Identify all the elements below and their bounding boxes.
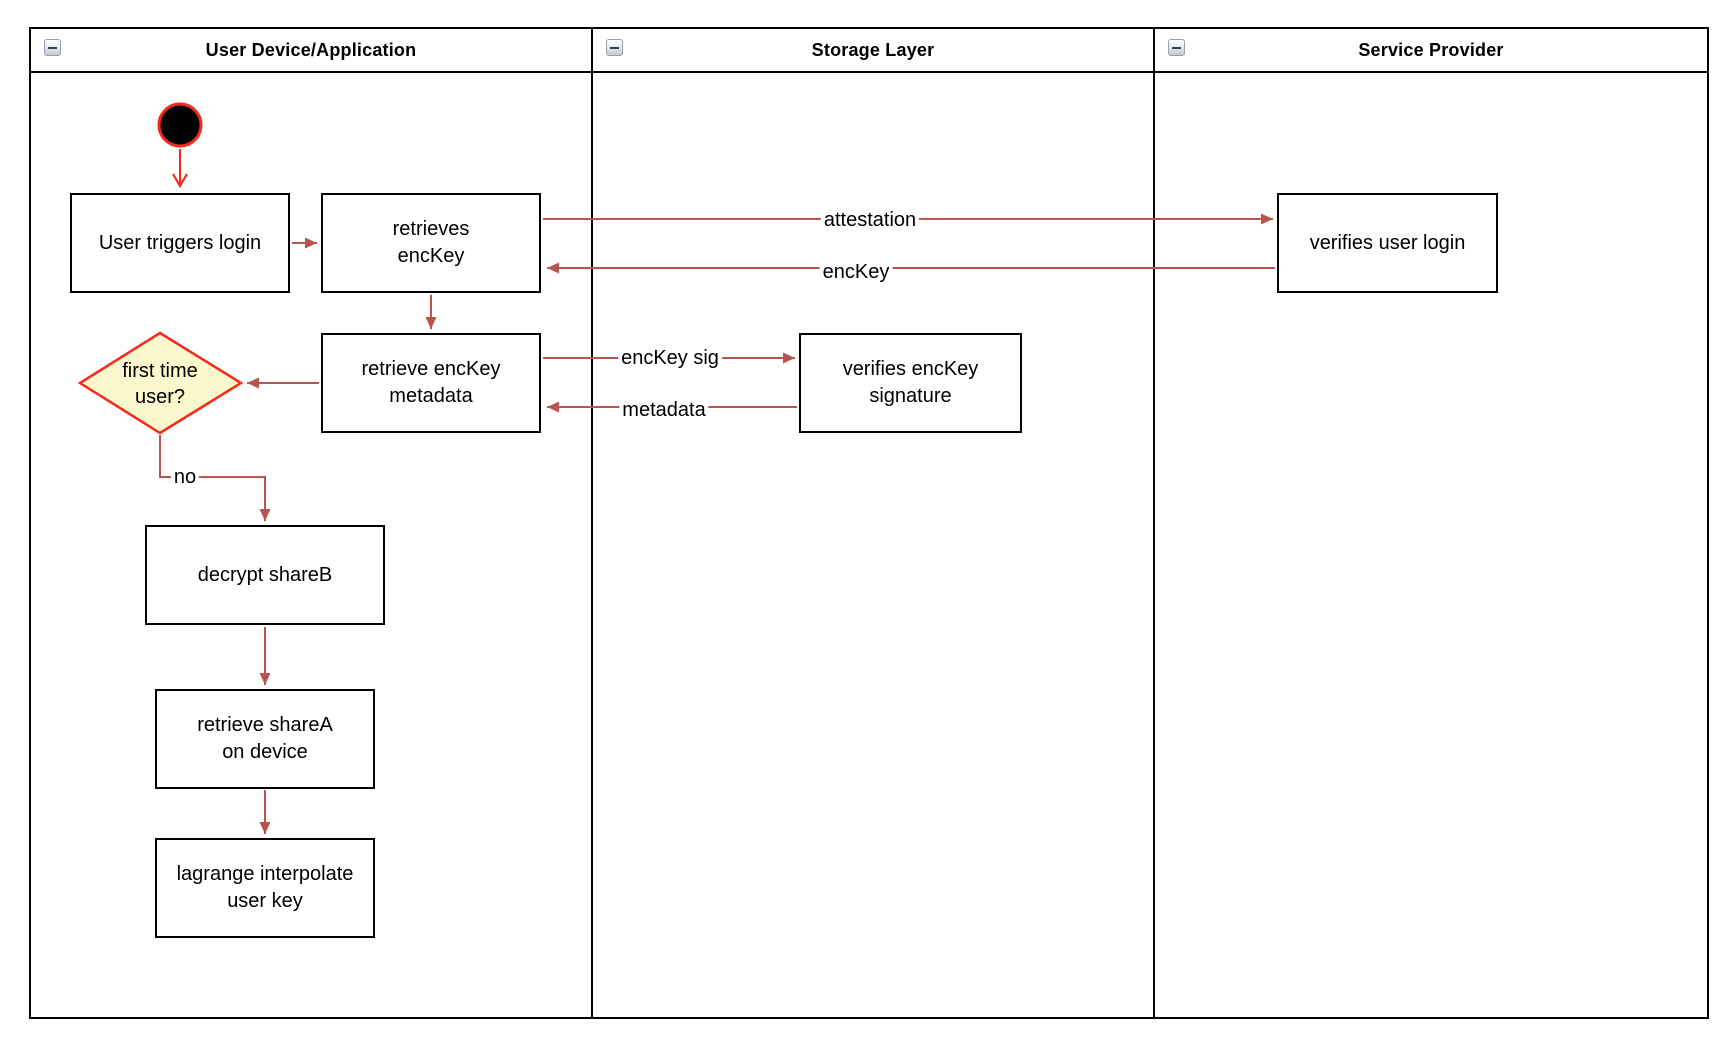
collapse-minus-icon[interactable] [606, 39, 623, 56]
edge-decision-no[interactable] [159, 435, 271, 521]
node-retrieves-enckey[interactable]: retrieves encKey [321, 193, 541, 293]
edge-label-no[interactable]: no [170, 466, 200, 488]
collapse-minus-icon[interactable] [44, 39, 61, 56]
node-verifies-user-login[interactable]: verifies user login [1277, 193, 1498, 293]
node-lagrange-interpolate-user-key[interactable]: lagrange interpolate user key [155, 838, 375, 938]
edge-label-attestation[interactable]: attestation [820, 209, 920, 231]
lane-header-service-provider[interactable]: Service Provider [1154, 28, 1708, 72]
edge-label-enckey-sig[interactable]: encKey sig [618, 347, 722, 369]
collapse-minus-icon[interactable] [1168, 39, 1185, 56]
node-user-triggers-login[interactable]: User triggers login [70, 193, 290, 293]
node-retrieve-sharea-on-device[interactable]: retrieve shareA on device [155, 689, 375, 789]
decision-label: first time user? [122, 360, 198, 408]
node-verifies-enckey-signature[interactable]: verifies encKey signature [799, 333, 1022, 433]
lane-title: Service Provider [1358, 39, 1504, 60]
node-retrieve-enckey-metadata[interactable]: retrieve encKey metadata [321, 333, 541, 433]
pool-border [29, 27, 1709, 1019]
edge-label-enckey[interactable]: encKey [819, 261, 893, 283]
minus-glyph [610, 46, 619, 49]
minus-glyph [1172, 46, 1181, 49]
decision-first-time-user[interactable] [77, 331, 244, 435]
minus-glyph [48, 46, 57, 49]
lane-header-storage-layer[interactable]: Storage Layer [592, 28, 1154, 72]
lane-title: User Device/Application [205, 39, 417, 60]
initial-node[interactable] [157, 102, 203, 148]
lane-title: Storage Layer [811, 39, 935, 60]
lane-header-user-device[interactable]: User Device/Application [30, 28, 592, 72]
node-decrypt-shareb[interactable]: decrypt shareB [145, 525, 385, 625]
edge-label-metadata[interactable]: metadata [619, 399, 709, 421]
